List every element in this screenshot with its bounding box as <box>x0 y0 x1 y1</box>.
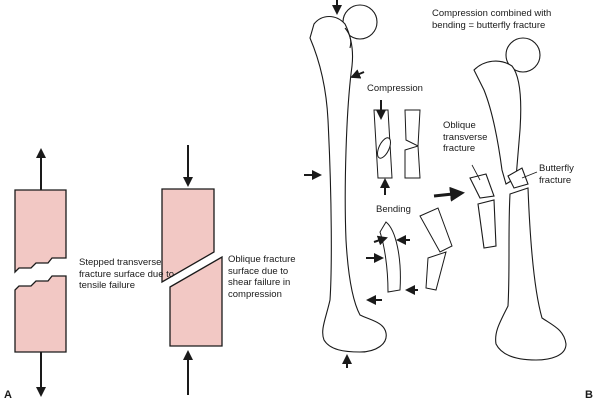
femur-neck-line <box>344 27 352 49</box>
compression-fragment-right <box>404 109 421 147</box>
butterfly-wedge <box>507 167 529 189</box>
compression-block <box>161 145 223 395</box>
compression-lower-piece <box>169 255 223 347</box>
compression-fragment-right-lower <box>404 145 421 179</box>
fractured-femoral-head <box>505 37 541 73</box>
panel-label-b: B <box>585 389 593 401</box>
oblique-fragment-detail <box>477 199 497 249</box>
panel-label-a: A <box>4 389 12 401</box>
label-compression-bending: Compression combined with bending = butt… <box>432 8 552 31</box>
femur-shaft <box>309 15 387 353</box>
bending-fragment-left <box>379 221 401 293</box>
oblique-fragment-detail <box>469 173 495 199</box>
fractured-lower-fragment <box>495 187 567 361</box>
fractured-upper-fragment <box>473 60 522 185</box>
label-compression: Compression <box>367 83 423 94</box>
tension-lower-piece <box>14 275 67 353</box>
label-bending: Bending <box>376 204 411 215</box>
compression-upper-piece <box>161 188 215 284</box>
callout-line <box>471 164 481 181</box>
femur <box>309 4 387 353</box>
label-oblique-transverse: Oblique transverse fracture <box>443 120 488 154</box>
label-butterfly: Butterfly fracture <box>539 163 574 186</box>
arrow-icon <box>350 69 365 79</box>
compression-detail <box>373 109 421 179</box>
label-stepped-transverse: Stepped transverse fracture surface due … <box>79 257 175 291</box>
transition-arrow <box>433 186 465 202</box>
bending-fragment-right-lower <box>425 251 447 291</box>
arrow-icon <box>373 235 388 246</box>
femur-force-arrows <box>304 0 382 368</box>
callout-line <box>521 171 538 179</box>
bending-fragment-right-upper <box>419 207 453 253</box>
tension-upper-piece <box>14 189 67 274</box>
label-oblique-shear: Oblique fracture surface due to shear fa… <box>228 254 296 300</box>
tension-block <box>14 148 67 397</box>
bending-detail <box>379 207 453 293</box>
fractured-femur <box>469 37 567 361</box>
compression-break-surface <box>377 137 391 159</box>
